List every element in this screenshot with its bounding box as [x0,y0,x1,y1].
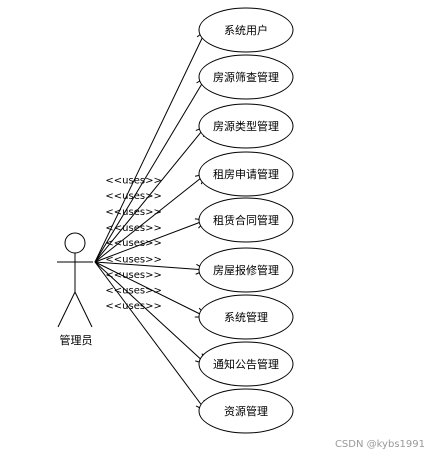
actor-name: 管理员 [60,333,93,347]
use-case-ellipse [198,197,294,243]
use-case-label: 房源筛查管理 [213,70,279,84]
use-case-ellipse [198,388,294,434]
use-case: 房源筛查管理 [198,54,294,100]
association-line [94,30,206,263]
actor-figure [57,232,93,328]
use-case-label: 资源管理 [224,404,268,418]
stereotype-labels: <<uses>> <<uses>> <<uses>> <<uses>> <<uses>>… [105,175,161,312]
uses-stereotype-label: <<uses>> [105,301,161,312]
use-case-label: 房源类型管理 [213,119,279,133]
use-case-label: 系统管理 [224,310,268,324]
use-cases: 系统用户房源筛查管理房源类型管理租房申请管理租赁合同管理房屋报修管理系统管理通知… [198,7,294,434]
use-case-ellipse [198,341,294,387]
association-line [94,126,206,263]
use-case-label: 租赁合同管理 [213,213,279,227]
use-case-ellipse [198,294,294,340]
use-case-ellipse [198,151,294,197]
association-links [94,30,206,411]
use-case: 资源管理 [198,388,294,434]
actor-head [64,232,86,254]
use-case: 房源类型管理 [198,103,294,149]
uses-stereotype-label: <<uses>> [105,191,161,202]
association-line [94,261,206,364]
uses-stereotype-label: <<uses>> [105,207,161,218]
actor-left-leg [57,291,76,328]
use-case-ellipse [198,103,294,149]
uses-stereotype-label: <<uses>> [105,223,161,234]
use-case-label: 房屋报修管理 [213,263,279,277]
association-line [94,261,206,270]
use-case-label: 租房申请管理 [213,167,279,181]
use-case: 系统用户 [198,7,294,53]
use-case-ellipse [198,7,294,53]
use-case: 通知公告管理 [198,341,294,387]
uses-stereotype-label: <<uses>> [105,255,161,266]
uses-stereotype-label: <<uses>> [105,238,161,249]
use-case: 租赁合同管理 [198,197,294,243]
use-case-ellipse [198,247,294,293]
association-line [94,77,206,263]
use-case-label: 系统用户 [224,23,268,37]
association-line [94,261,206,317]
use-case-label: 通知公告管理 [213,357,279,371]
use-case: 系统管理 [198,294,294,340]
watermark: CSDN @kybs1991 [335,439,425,450]
use-case: 房屋报修管理 [198,247,294,293]
uses-stereotype-label: <<uses>> [105,175,161,186]
uses-stereotype-label: <<uses>> [105,270,161,281]
uses-stereotype-label: <<uses>> [105,286,161,297]
use-case-ellipse [198,54,294,100]
association-line [94,261,206,411]
association-line [94,174,206,263]
actor-right-leg [74,291,93,328]
association-line [94,220,206,263]
use-case: 租房申请管理 [198,151,294,197]
